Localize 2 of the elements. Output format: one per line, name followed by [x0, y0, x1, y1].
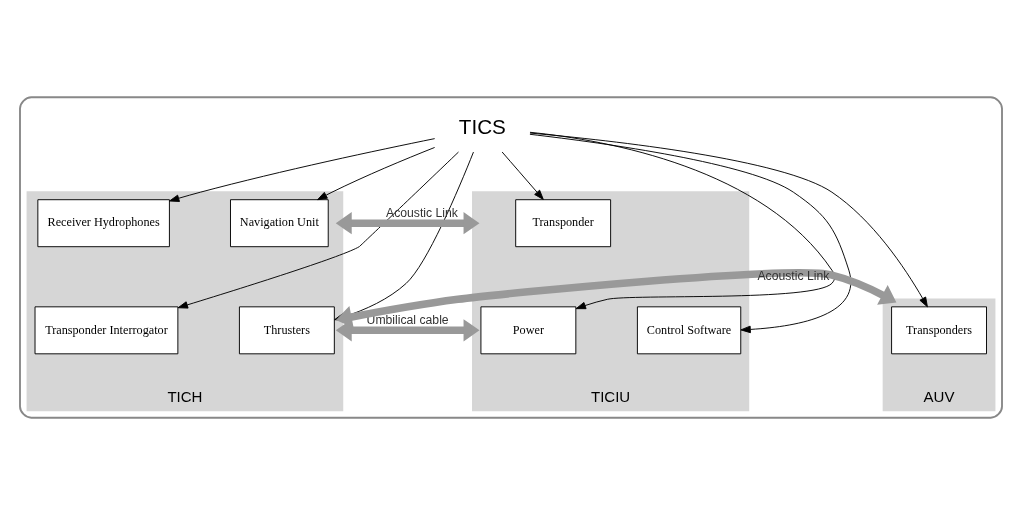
node-text: TICS [458, 114, 506, 138]
edge-label: Umbilical cable [366, 312, 449, 327]
